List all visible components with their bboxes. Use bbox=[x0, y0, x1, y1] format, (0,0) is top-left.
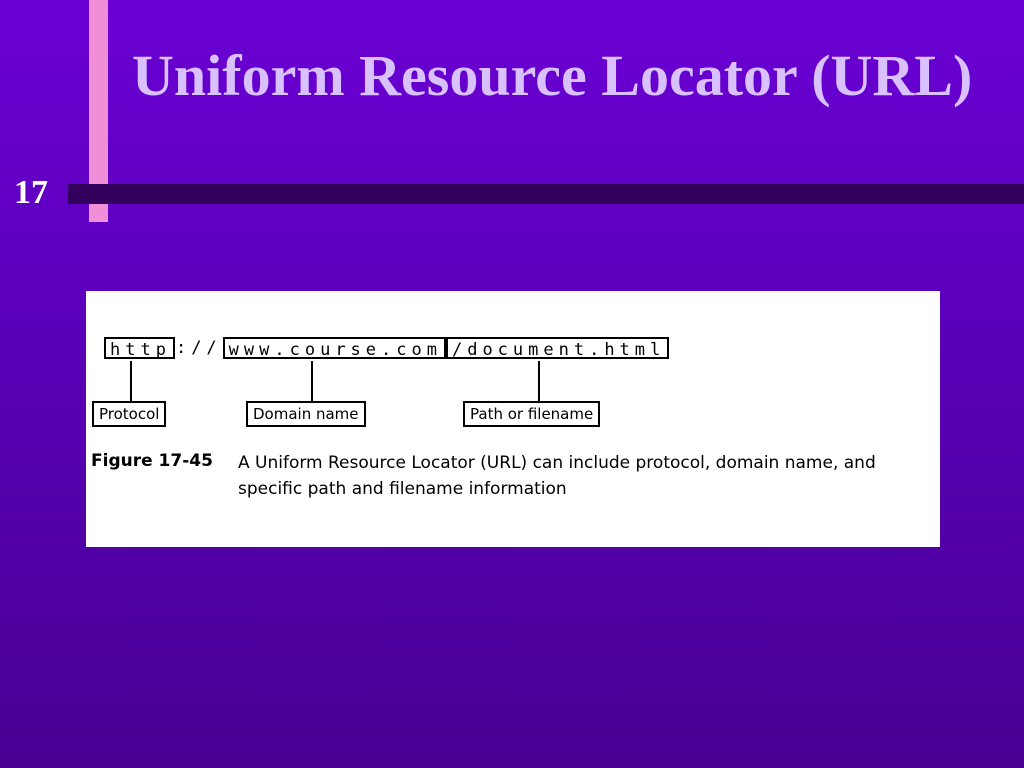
path-filename-label: Path or filename bbox=[463, 401, 601, 427]
url-diagram: http :// www.course.com /document.html bbox=[104, 335, 670, 361]
protocol-connector-line bbox=[130, 361, 132, 403]
domain-name-label: Domain name bbox=[246, 401, 366, 427]
accent-bar-vertical bbox=[89, 0, 108, 222]
protocol-label: Protocol bbox=[92, 401, 167, 427]
url-domain-segment: www.course.com bbox=[222, 337, 446, 360]
slide-title: Uniform Resource Locator (URL) bbox=[132, 43, 973, 108]
url-protocol-segment: http bbox=[104, 337, 175, 360]
slide-number: 17 bbox=[14, 174, 48, 211]
path-connector-line bbox=[538, 361, 540, 403]
figure-caption: A Uniform Resource Locator (URL) can inc… bbox=[238, 453, 876, 499]
url-figure: http :// www.course.com /document.html P… bbox=[86, 291, 940, 547]
title-underline-rule bbox=[68, 184, 1024, 204]
figure-number: Figure 17-45 bbox=[91, 451, 213, 471]
url-separator: :// bbox=[175, 338, 222, 358]
domain-connector-line bbox=[311, 361, 313, 403]
url-path-segment: /document.html bbox=[445, 337, 670, 360]
